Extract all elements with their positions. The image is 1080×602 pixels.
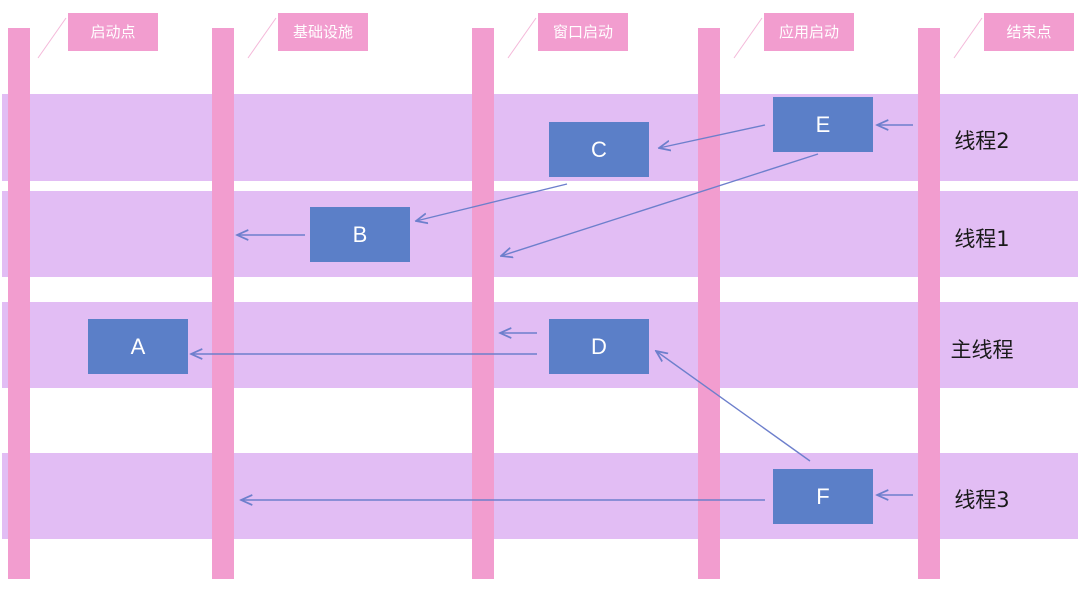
lane-thread-3 xyxy=(2,453,1078,539)
lane-label-main-thread: 主线程 xyxy=(950,338,1014,362)
node-c: C xyxy=(549,122,649,177)
pillar-end-point xyxy=(918,28,940,579)
lane-label-thread-3: 线程3 xyxy=(954,488,1010,512)
stage-tag-window-launch: 窗口启动 xyxy=(538,13,628,51)
lane-label-thread-2: 线程2 xyxy=(954,129,1010,153)
pillar-start-point xyxy=(8,28,30,579)
pillar-infrastructure xyxy=(212,28,234,579)
stage-tag-start-point: 启动点 xyxy=(68,13,158,51)
tag-slashes xyxy=(37,17,983,59)
stage-tag-end-point: 结束点 xyxy=(984,13,1074,51)
pillar-window-launch xyxy=(472,28,494,579)
lane-thread-1 xyxy=(2,191,1078,277)
arrow-e-to-window-launch xyxy=(501,153,819,256)
node-f: F xyxy=(773,469,873,524)
stage-tag-app-launch: 应用启动 xyxy=(764,13,854,51)
node-a: A xyxy=(88,319,188,374)
node-d: D xyxy=(549,319,649,374)
pillar-app-launch xyxy=(698,28,720,579)
node-b: B xyxy=(310,207,410,262)
node-e: E xyxy=(773,97,873,152)
lane-thread-2 xyxy=(2,94,1078,181)
arrow-e-to-c xyxy=(659,124,766,148)
arrow-f-to-d xyxy=(656,351,811,462)
arrow-c-to-b xyxy=(416,183,568,221)
stage-tag-infrastructure: 基础设施 xyxy=(278,13,368,51)
lane-label-thread-1: 线程1 xyxy=(954,227,1010,251)
